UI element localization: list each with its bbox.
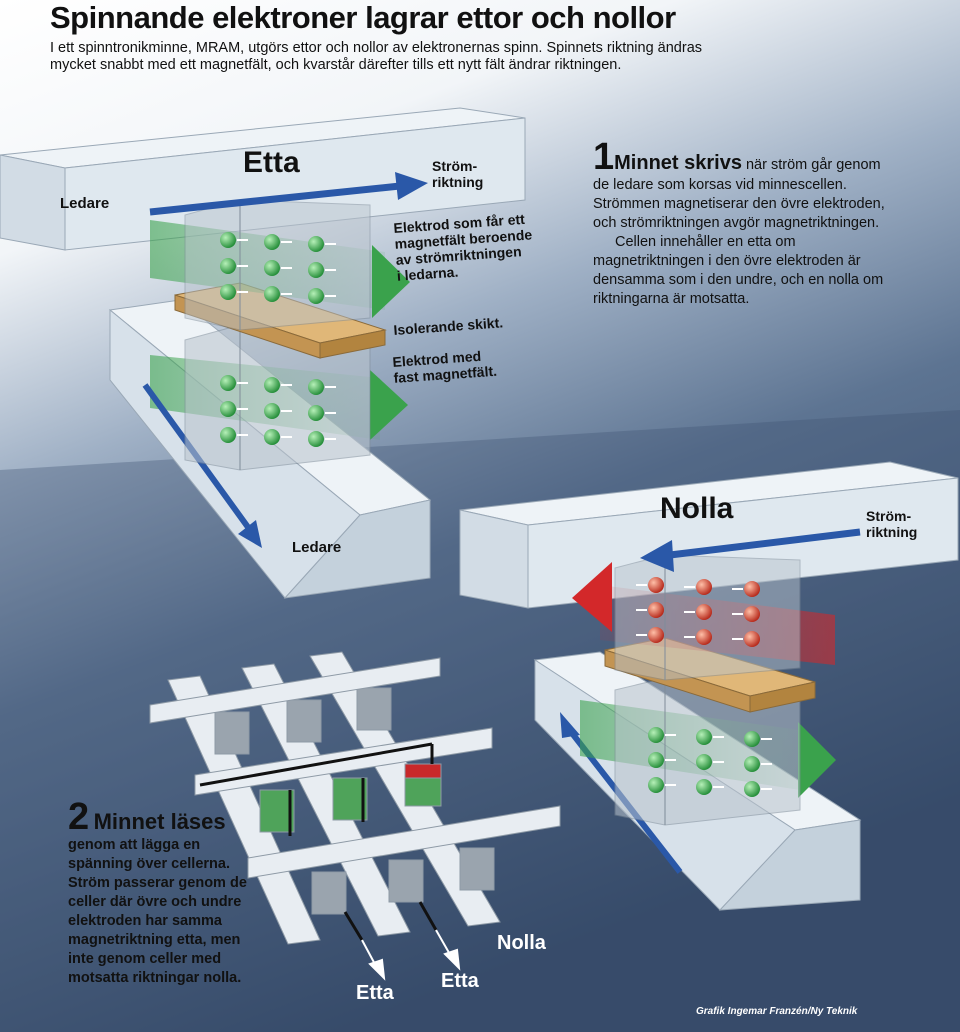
electron-ball xyxy=(648,602,664,618)
electron-ball xyxy=(744,606,760,622)
electron-ball xyxy=(648,577,664,593)
etta-current-line1: Ström- xyxy=(432,158,478,174)
electron-ball xyxy=(696,754,712,770)
electron-ball xyxy=(264,260,280,276)
electron-ball xyxy=(696,729,712,745)
electron-ball xyxy=(220,284,236,300)
electron-ball xyxy=(220,427,236,443)
electron-ball xyxy=(648,727,664,743)
electron-ball xyxy=(220,375,236,391)
nolla-current-label: Ström- riktning xyxy=(866,508,917,540)
electron-ball xyxy=(308,288,324,304)
step1-number: 1 xyxy=(593,136,615,178)
electron-ball xyxy=(308,405,324,421)
electron-ball xyxy=(220,401,236,417)
electron-ball xyxy=(744,781,760,797)
page-subtitle: I ett spinntronikminne, MRAM, utgörs ett… xyxy=(50,40,703,73)
step1-block: 1Minnet skrivs när ström går genom de le… xyxy=(593,138,893,309)
grid-etta-label-1: Etta xyxy=(356,982,394,1004)
step2-block: 2 Minnet läses genom att lägga en spänni… xyxy=(68,798,258,988)
grid-etta-label-2: Etta xyxy=(441,970,479,992)
electron-ball xyxy=(264,429,280,445)
electron-ball xyxy=(744,756,760,772)
electron-ball xyxy=(744,631,760,647)
step1-headline: Minnet skrivs xyxy=(614,152,742,174)
step2-text: genom att lägga en spänning över cellern… xyxy=(68,837,247,986)
page-title: Spinnande elektroner lagrar ettor och no… xyxy=(50,0,676,35)
nolla-current-line1: Ström- xyxy=(866,508,912,524)
electron-ball xyxy=(220,232,236,248)
etta-current-line2: riktning xyxy=(432,174,484,190)
step1-text: när ström går genom de ledare som korsas… xyxy=(593,157,885,231)
electron-ball xyxy=(648,777,664,793)
step1-text2: Cellen innehåller en etta om magnetriktn… xyxy=(593,234,884,307)
electron-ball xyxy=(308,262,324,278)
electron-ball xyxy=(264,286,280,302)
etta-arrows xyxy=(361,929,461,981)
electron-ball xyxy=(648,627,664,643)
electron-ball xyxy=(308,379,324,395)
read-wires xyxy=(199,742,438,941)
credit: Grafik Ingemar Franzén/Ny Teknik xyxy=(696,1006,858,1017)
electron-ball xyxy=(308,431,324,447)
electron-ball xyxy=(744,581,760,597)
etta-heading: Etta xyxy=(243,146,300,179)
electron-ball xyxy=(696,629,712,645)
nolla-current-line2: riktning xyxy=(866,524,918,540)
electron-ball xyxy=(264,403,280,419)
etta-current-label: Ström- riktning xyxy=(432,158,483,190)
memory-grid xyxy=(149,651,561,945)
electron-ball xyxy=(696,579,712,595)
electron-ball xyxy=(696,779,712,795)
electron-ball xyxy=(264,377,280,393)
electron-ball xyxy=(744,731,760,747)
nolla-heading: Nolla xyxy=(660,492,734,525)
electron-ball xyxy=(264,234,280,250)
electron-ball xyxy=(648,752,664,768)
electron-ball xyxy=(220,258,236,274)
etta-top-conductor xyxy=(0,107,526,251)
electron-ball xyxy=(308,236,324,252)
etta-ledare-top: Ledare xyxy=(60,195,110,212)
etta-ledare-bottom: Ledare xyxy=(292,539,342,556)
electrode-label: Elektrod som får ett magnetfält beroende… xyxy=(393,210,535,284)
electron-ball xyxy=(696,604,712,620)
grid-nolla-label: Nolla xyxy=(497,932,546,954)
step2-number: 2 xyxy=(68,796,90,838)
step2-headline: Minnet läses xyxy=(93,809,226,834)
